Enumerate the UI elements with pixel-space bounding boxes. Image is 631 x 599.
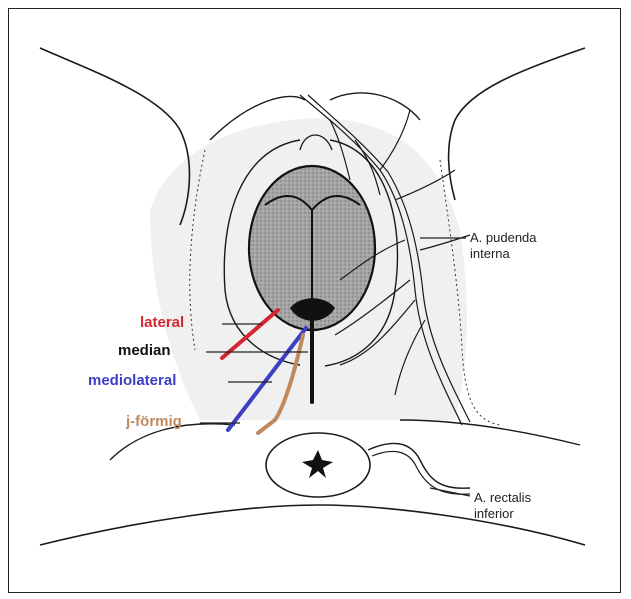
label-a-pudenda-interna: A. pudenda interna: [470, 230, 537, 262]
label-lateral: lateral: [140, 314, 184, 331]
label-a-rectalis-line2: inferior: [474, 506, 531, 522]
thigh-contour-right: [449, 48, 585, 200]
label-a-pudenda-line1: A. pudenda: [470, 230, 537, 246]
label-a-pudenda-line2: interna: [470, 246, 537, 262]
label-a-rectalis-inferior: A. rectalis inferior: [474, 490, 531, 522]
label-median: median: [118, 342, 171, 359]
leader-rectalis: [430, 488, 470, 496]
label-j-foermig: j-förmig: [126, 413, 182, 430]
rectalis-vessel: [368, 443, 470, 488]
buttock-lower-right: [400, 420, 580, 445]
label-mediolateral: mediolateral: [88, 372, 176, 389]
buttock-curve-right: [330, 93, 420, 120]
label-a-rectalis-line1: A. rectalis: [474, 490, 531, 506]
